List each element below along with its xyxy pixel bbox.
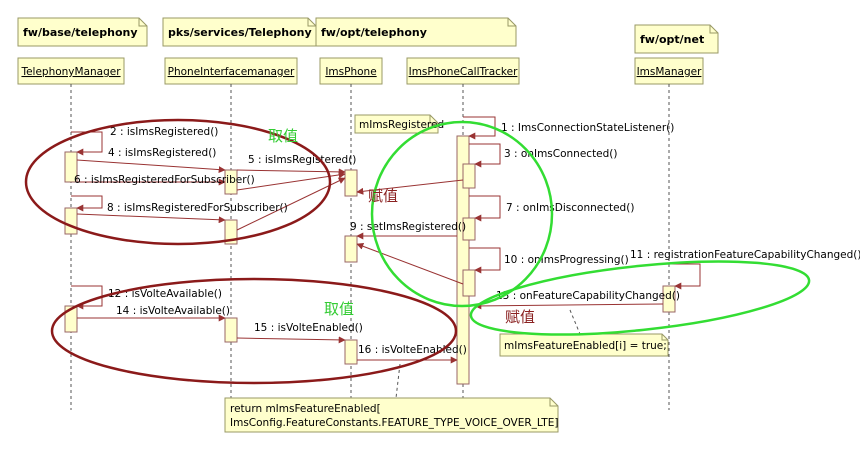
message-label: 7 : onImsDisconnected() [506,202,634,214]
activation-bar [462,269,476,297]
message-8-return [236,177,346,231]
note-text-line2: ImsConfig.FeatureConstants.FEATURE_TYPE_… [230,417,558,429]
message-10-line [469,247,501,274]
activation-bar [64,207,78,235]
activation-bar [344,235,358,263]
message-label: 12 : isVolteAvailable() [108,288,222,300]
annotations: 取值 赋值 取值 赋值 [268,127,535,326]
package-fw-base-telephony: fw/base/telephony [17,17,148,47]
activation-bar [662,285,676,313]
package-label: fw/opt/net [640,33,704,46]
activation-bars [64,135,676,385]
annotation-set-2: 赋值 [505,308,535,326]
annotation-get-2: 取值 [324,300,354,318]
note-text: mImsRegistered [359,119,444,131]
message-7-line [469,195,501,222]
message-label: 15 : isVolteEnabled() [254,322,363,334]
lifeline-label: ImsPhone [325,66,376,78]
lifeline-imsmanager: ImsManager [634,57,704,410]
message-1-line [463,116,496,140]
note-mimsregistered: mImsRegistered [354,114,444,134]
message-10-assign [356,242,464,285]
message-11-line [669,263,701,290]
message-label: 13 : onFeatureCapabilityChanged() [496,290,680,302]
ellipse-set-ims-registered [370,120,554,308]
message-label: 16 : isVolteEnabled() [358,344,467,356]
package-pks-services-telephony: pks/services/Telephony [162,17,317,47]
lifeline-label: ImsManager [637,66,703,78]
ellipse-feature-capability [469,260,811,336]
package-fw-opt-telephony: fw/opt/telephony [315,17,517,47]
activation-bar [462,163,476,189]
activation-bar [64,151,78,183]
annotation-set-1: 赋值 [368,187,398,205]
activation-bar [344,339,358,365]
activation-bar [224,317,238,343]
message-4-line [76,159,226,174]
message-15-line [236,336,346,344]
annotation-get-1: 取值 [268,127,298,145]
message-label: 5 : isImsRegistered() [248,154,356,166]
message-8-loop [71,195,103,212]
ellipse-get-volte [50,277,458,385]
activation-bar [224,219,238,245]
lifeline-phoneinterfacemanager: PhoneInterfacemanager [164,57,298,410]
message-label: 9 : setImsRegistered() [350,221,466,233]
note-return-value: return mImsFeatureEnabled[ ImsConfig.Fea… [224,363,559,433]
message-label: 3 : onImsConnected() [504,148,618,160]
note-feature-enabled: mImsFeatureEnabled[i] = true; [499,309,669,357]
message-labels: 1 : ImsConnectionStateListener() 2 : isI… [74,122,860,356]
message-label: 11 : registrationFeatureCapabilityChange… [630,249,860,261]
message-label: 14 : isVolteAvailable() [116,305,230,317]
package-label: pks/services/Telephony [168,26,312,39]
message-label: 2 : isImsRegistered() [110,126,218,138]
highlight-ellipses [24,118,811,385]
ellipse-get-ims-registered [24,118,332,246]
package-label: fw/opt/telephony [321,26,427,39]
lifeline-label: TelephonyManager [20,66,121,78]
message-label: 8 : isImsRegisteredForSubscriber() [107,202,288,214]
message-label: 10 : onImsProgressing() [504,254,629,266]
activation-bar [456,135,470,385]
lifeline-label: ImsPhoneCallTracker [409,66,518,78]
note-text-line1: return mImsFeatureEnabled[ [230,403,381,415]
message-label: 4 : isImsRegistered() [108,147,216,159]
message-13-line [474,302,664,310]
message-3-line [469,143,501,168]
package-fw-opt-net: fw/opt/net [634,24,719,54]
lifeline-telephonymanager: TelephonyManager [17,57,125,410]
message-label: 6 : isImsRegisteredForSubscriber() [74,174,255,186]
activation-bar [462,217,476,241]
package-label: fw/base/telephony [23,26,138,39]
note-text: mImsFeatureEnabled[i] = true; [504,340,667,352]
lifeline-label: PhoneInterfacemanager [168,66,295,78]
message-6-return [236,171,346,191]
activation-bar [64,305,78,333]
message-label: 1 : ImsConnectionStateListener() [501,122,674,134]
message-8-line [76,213,226,224]
activation-bar [344,169,358,197]
